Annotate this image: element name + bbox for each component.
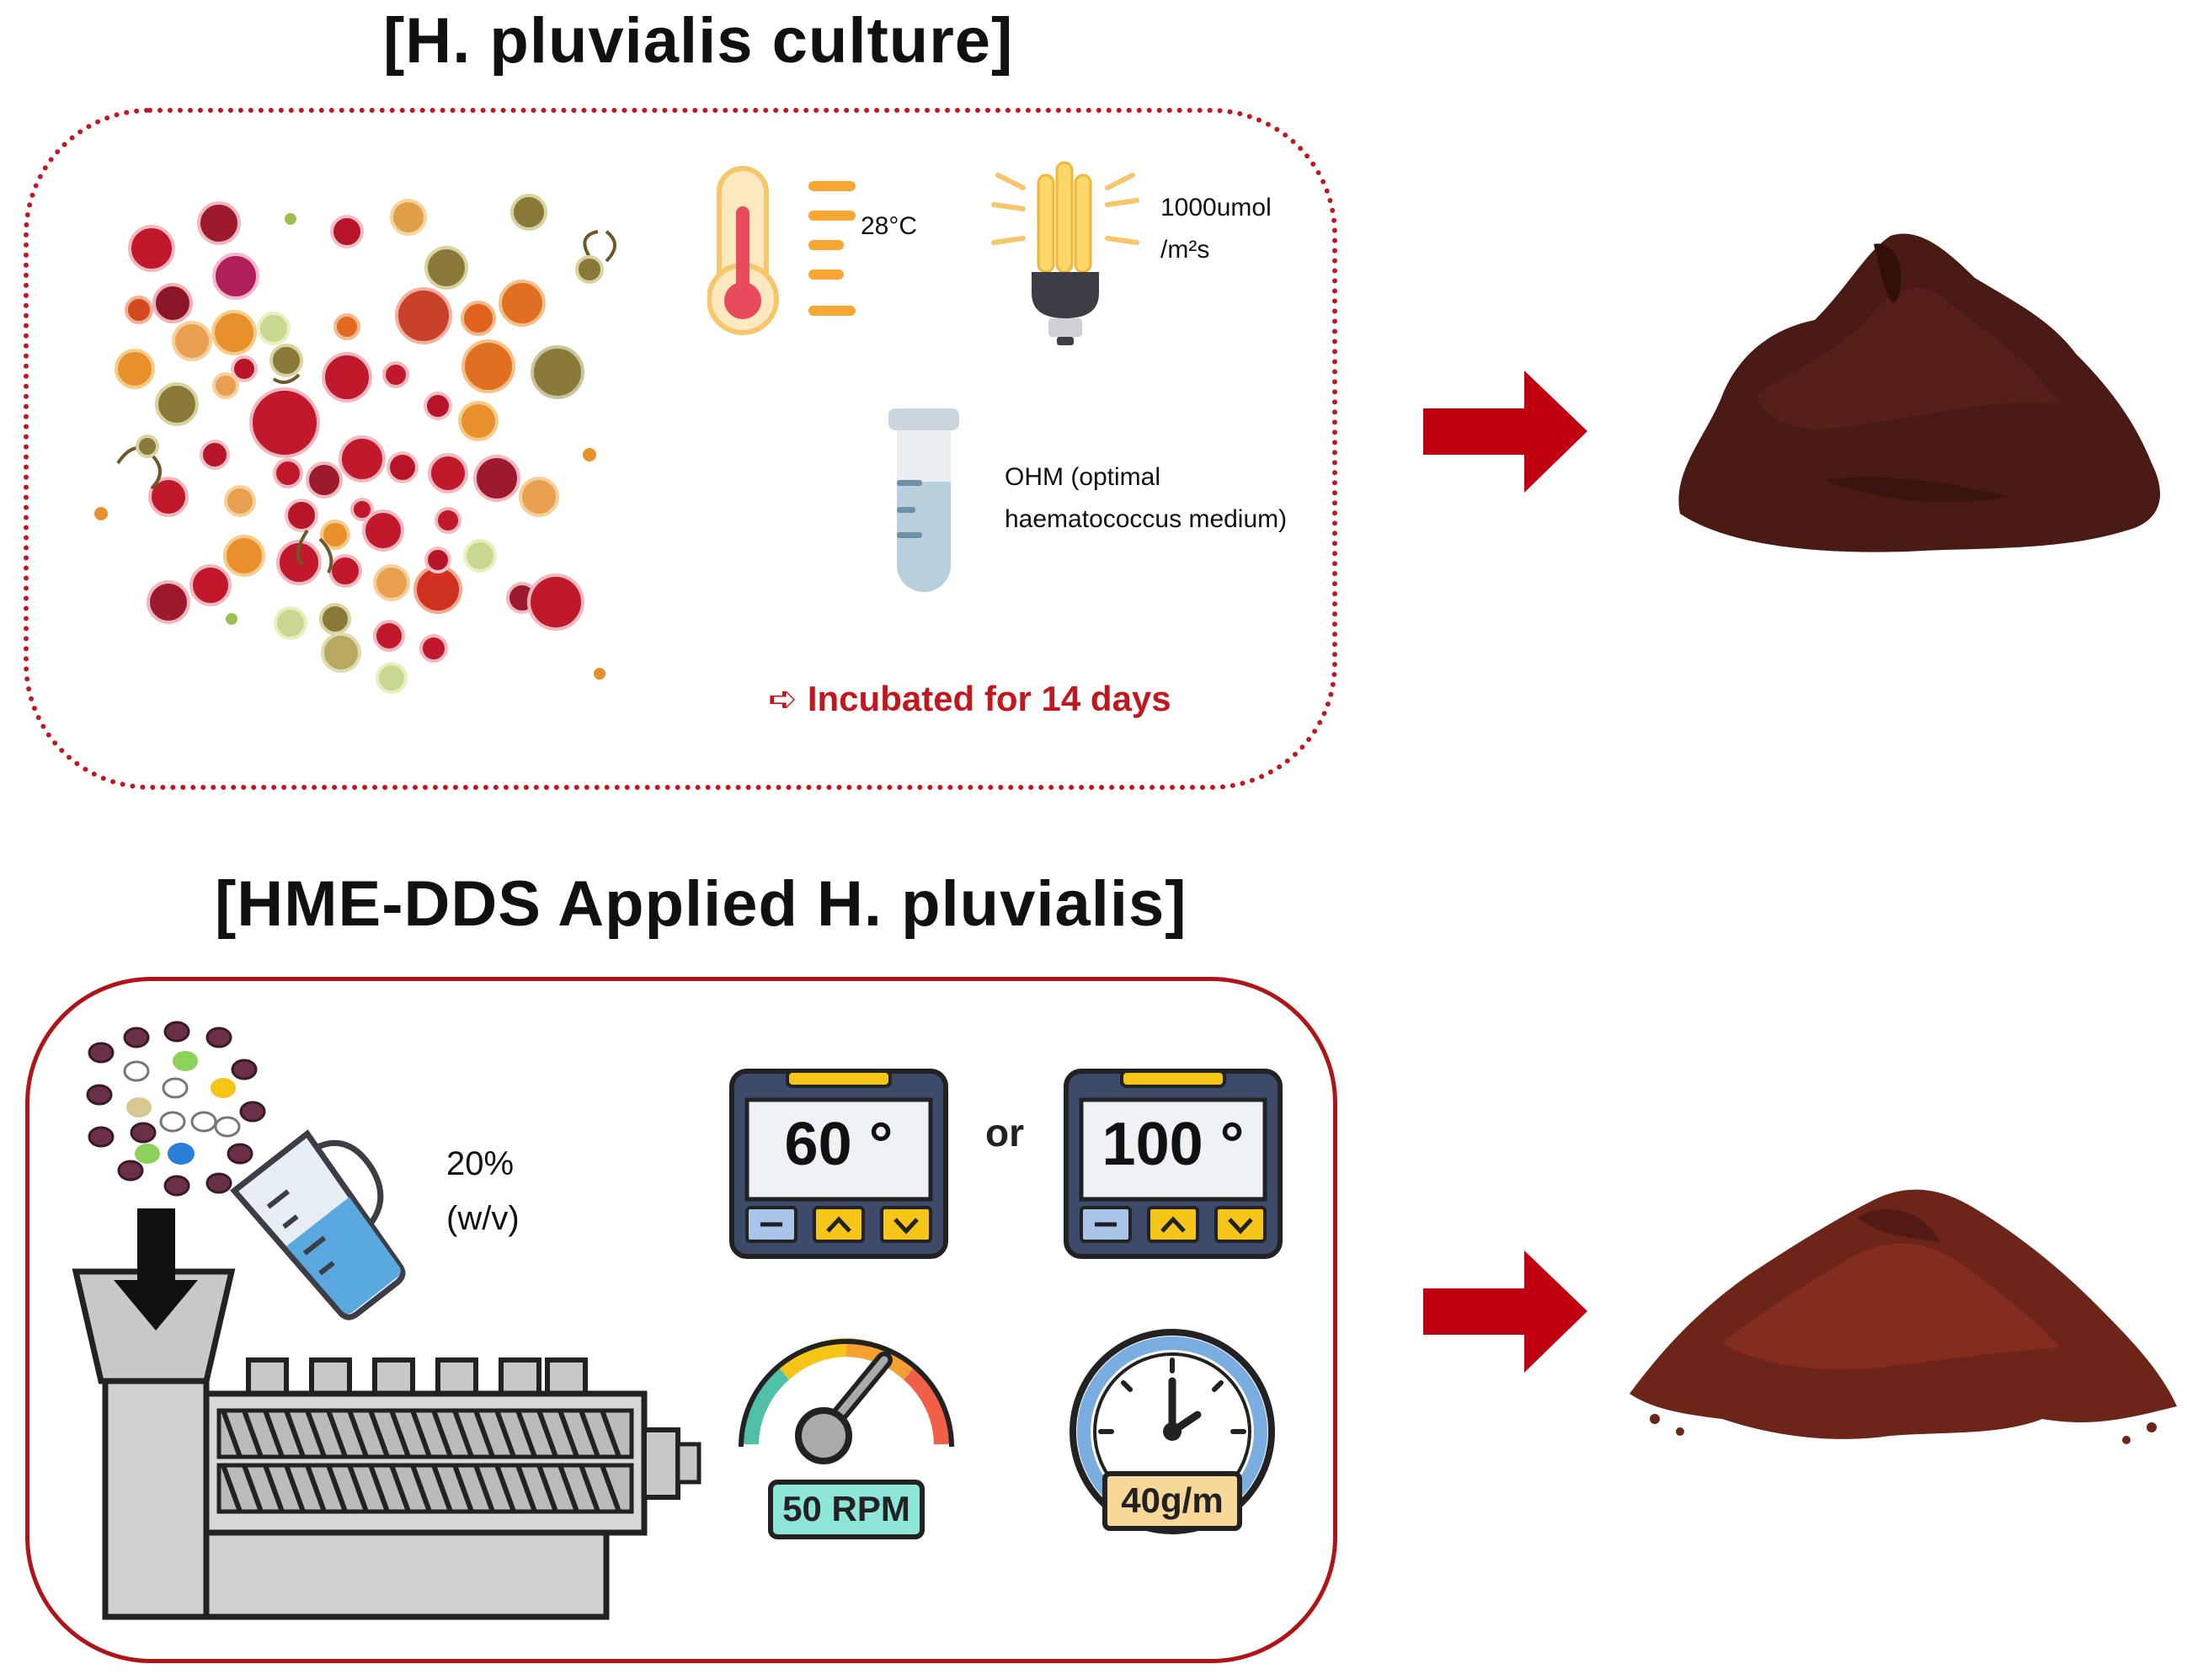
- temperature-label: 28°C: [861, 212, 918, 240]
- temp-controller-icon: [1064, 1069, 1283, 1259]
- medium-label-line2: haematococcus medium): [1005, 505, 1288, 533]
- stopwatch-group: 40g/m: [1063, 1322, 1290, 1549]
- stopwatch-icon: [1069, 1329, 1275, 1534]
- temp-controller-b: 100 °: [1063, 1068, 1283, 1260]
- thermometer-icon: [707, 166, 856, 335]
- top-section-title: [H. pluvialis culture]: [383, 5, 1014, 77]
- or-label: or: [985, 1111, 1024, 1155]
- temp-controller-a: 60 °: [728, 1068, 949, 1260]
- hme-panel: [25, 977, 1337, 1663]
- arrow-right-icon: [1423, 1251, 1587, 1373]
- light-label-line1: 1000umol: [1160, 194, 1272, 221]
- bulb-icon: [991, 161, 1139, 345]
- test-tube-icon: [888, 408, 959, 592]
- powder-image: [1678, 233, 2160, 552]
- powder-image: [1630, 1189, 2177, 1444]
- incubation-note: ➪ Incubated for 14 days: [768, 679, 1171, 718]
- culture-panel: [24, 108, 1337, 790]
- speedometer-icon: [739, 1338, 954, 1539]
- feed-rate-value: 40g/m: [1121, 1480, 1224, 1520]
- extruder-icon: [72, 1208, 701, 1620]
- bottom-section-title: [HME-DDS Applied H. pluvialis]: [215, 868, 1187, 940]
- arrow-right-icon: [1423, 371, 1587, 493]
- concentration-label-line2: (w/v): [446, 1200, 520, 1237]
- temp-controller-icon: [729, 1069, 948, 1259]
- medium-label-line1: OHM (optimal: [1005, 463, 1161, 491]
- beaker-icon: [230, 1129, 406, 1320]
- speedometer-group: 50 RPM: [733, 1322, 960, 1549]
- particles-icon: [86, 1021, 266, 1197]
- temp-b-value: 100 °: [1102, 1111, 1245, 1178]
- light-label-line2: /m²s: [1160, 236, 1210, 264]
- cells-cluster: [94, 194, 616, 694]
- temp-a-value: 60 °: [784, 1111, 893, 1178]
- rpm-value: 50 RPM: [782, 1489, 910, 1528]
- concentration-label-line1: 20%: [446, 1145, 515, 1182]
